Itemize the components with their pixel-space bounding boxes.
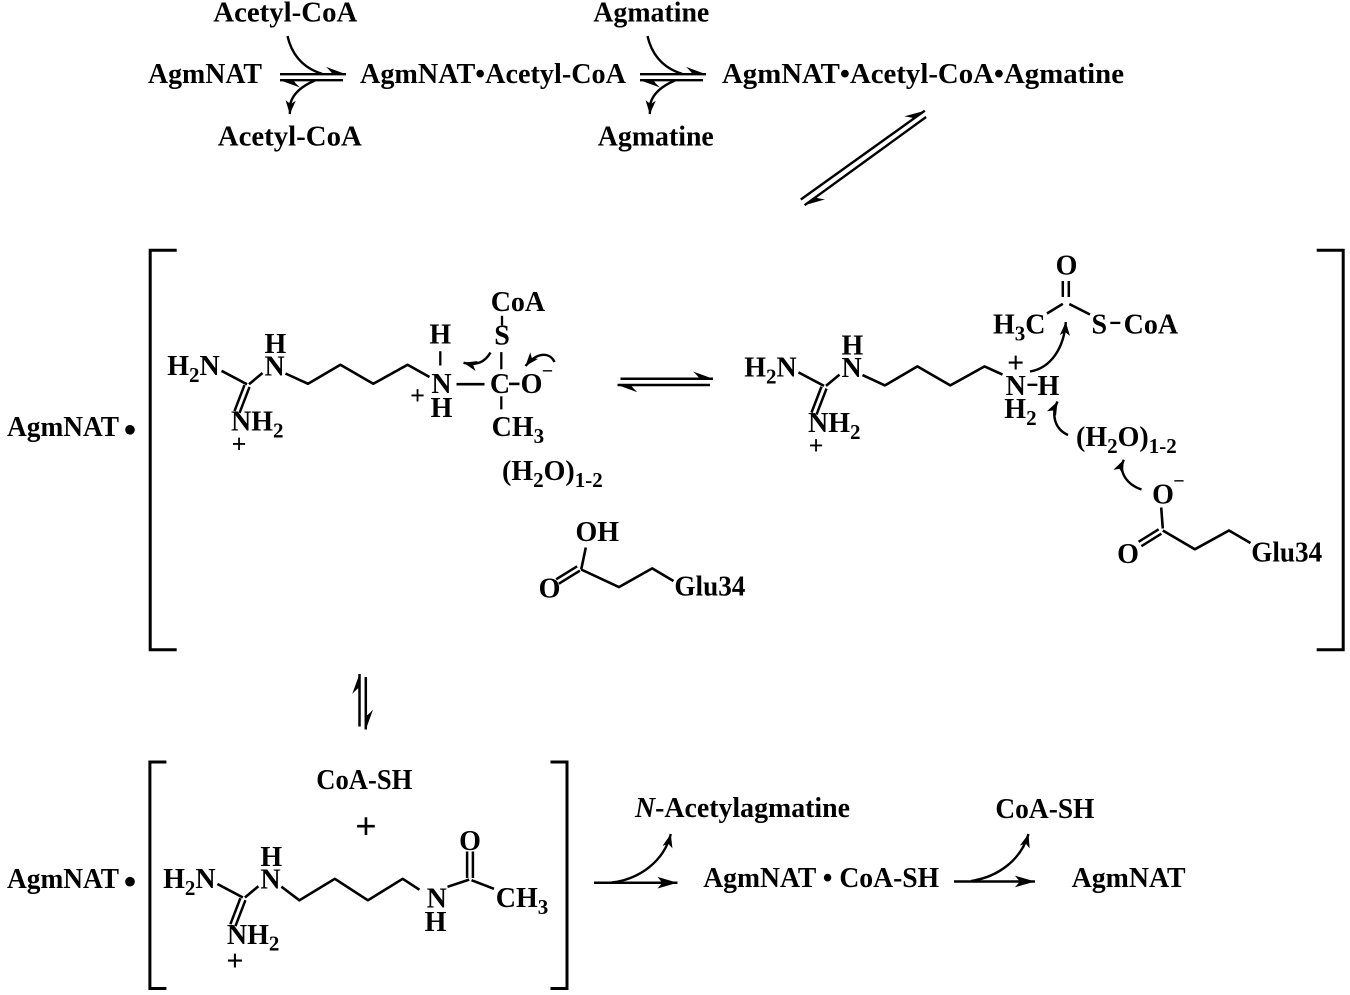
svg-text:CoA-SH: CoA-SH [316, 765, 412, 796]
svg-text:+: + [809, 431, 824, 460]
svg-text:Glu34: Glu34 [1251, 538, 1322, 569]
svg-text:+: + [226, 945, 243, 978]
svg-text:CoA: CoA [1124, 310, 1179, 341]
svg-text:H: H [260, 842, 282, 873]
svg-text:H: H [425, 907, 447, 938]
svg-text:AgmNAT: AgmNAT [7, 412, 119, 443]
svg-text:H2: H2 [1004, 394, 1036, 430]
svg-text:N: N [427, 884, 447, 915]
svg-text:−: − [1173, 471, 1184, 493]
svg-text:C: C [490, 369, 510, 400]
svg-text:H: H [431, 393, 453, 424]
svg-text:+: + [355, 806, 377, 848]
svg-text:N: N [431, 369, 451, 400]
svg-text:AgmNAT: AgmNAT [1072, 863, 1186, 894]
svg-text:CoA-SH: CoA-SH [995, 794, 1094, 825]
svg-text:Acetyl-CoA: Acetyl-CoA [218, 122, 363, 153]
svg-text:N-Acetylagmatine: N-Acetylagmatine [634, 793, 850, 824]
svg-text:+: + [410, 381, 425, 410]
svg-text:Acetyl-CoA: Acetyl-CoA [213, 0, 358, 29]
svg-text:O: O [459, 826, 481, 857]
svg-text:AgmNAT • CoA-SH: AgmNAT • CoA-SH [703, 863, 939, 894]
svg-text:O: O [1152, 479, 1174, 510]
svg-text:S: S [1092, 310, 1108, 341]
svg-text:H: H [429, 320, 451, 351]
svg-text:N: N [265, 351, 285, 382]
svg-text:+: + [232, 430, 247, 459]
svg-text:AgmNAT: AgmNAT [148, 59, 262, 90]
svg-text:O: O [1056, 250, 1078, 281]
svg-text:H: H [842, 331, 864, 362]
svg-text:Glu34: Glu34 [674, 572, 745, 603]
svg-text:Agmatine: Agmatine [598, 122, 714, 153]
svg-text:+: + [1007, 346, 1024, 379]
svg-text:O: O [539, 573, 561, 604]
svg-text:AgmNAT•Acetyl-CoA•Agmatine: AgmNAT•Acetyl-CoA•Agmatine [722, 59, 1124, 90]
svg-text:CoA: CoA [491, 287, 546, 318]
svg-text:AgmNAT: AgmNAT [7, 864, 119, 895]
svg-text:N: N [842, 353, 862, 384]
svg-text:H: H [1038, 371, 1060, 402]
svg-text:O: O [521, 369, 543, 400]
svg-text:H: H [265, 329, 287, 360]
svg-text:−: − [542, 361, 553, 383]
svg-text:S: S [494, 321, 510, 352]
svg-text:AgmNAT•Acetyl-CoA: AgmNAT•Acetyl-CoA [360, 59, 627, 90]
svg-text:N: N [260, 865, 280, 896]
svg-text:Agmatine: Agmatine [593, 0, 709, 29]
svg-text:O: O [1117, 539, 1139, 570]
svg-text:OH: OH [576, 517, 620, 548]
svg-text:N: N [1006, 371, 1026, 402]
